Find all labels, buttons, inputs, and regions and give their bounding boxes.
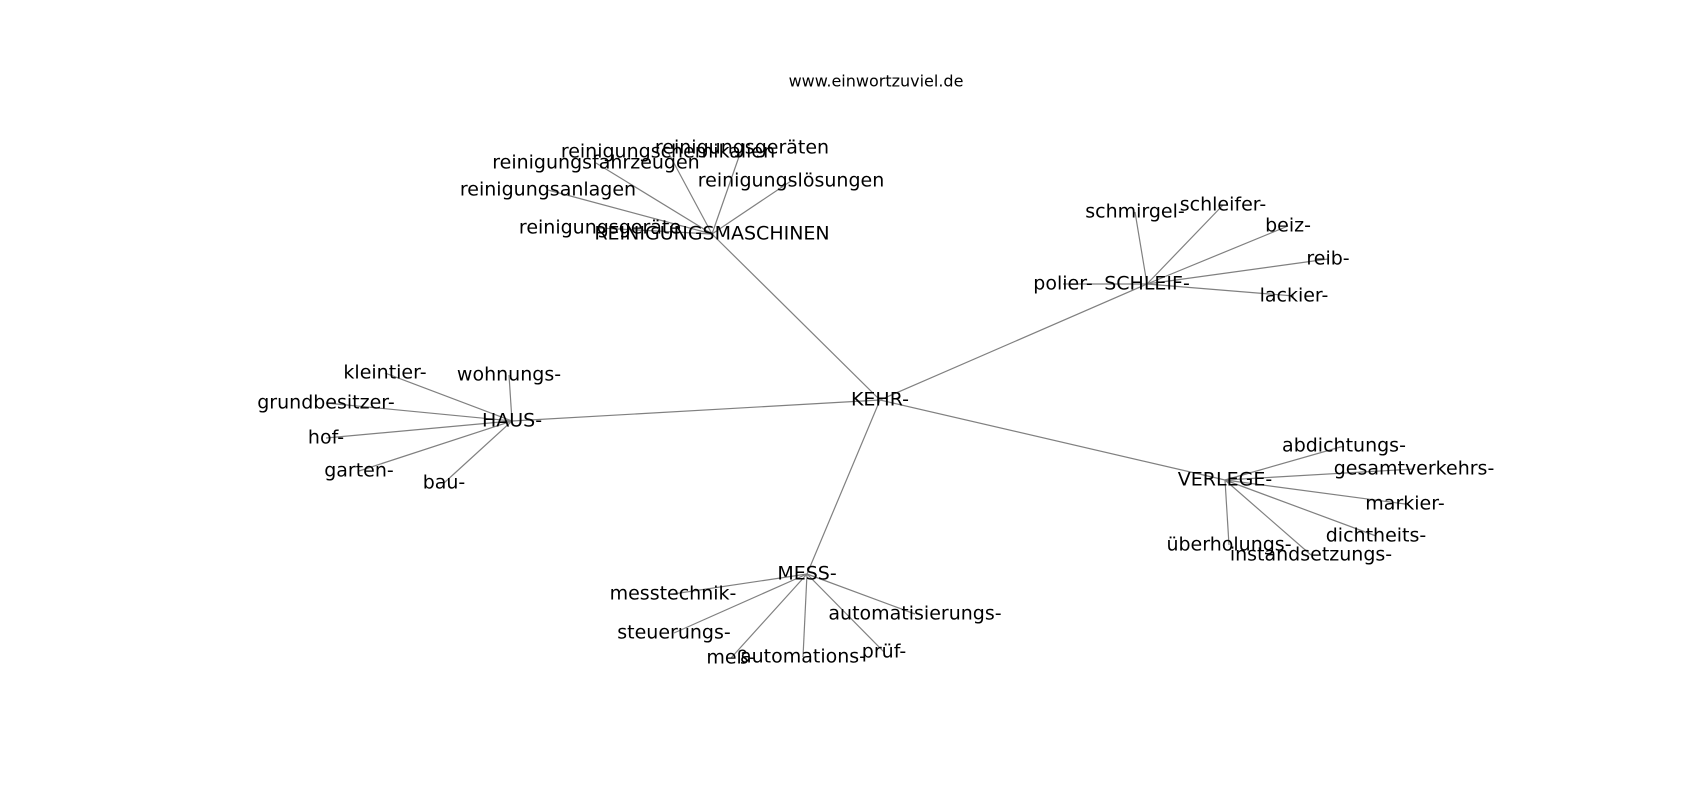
node-label-instandsetzungs: instandsetzungs- (1230, 544, 1392, 566)
node-label-verlege: VERLEGE- (1178, 469, 1272, 491)
edge-kehr-mess (806, 399, 881, 575)
edge-haus-hof (325, 420, 513, 439)
edge-schleif-beiz (1146, 225, 1289, 285)
edge-haus-bau (443, 420, 513, 484)
node-label-schleif: SCHLEIF- (1104, 273, 1190, 295)
edge-schleif-lackier (1146, 283, 1295, 297)
edge-mess-mess2 (730, 573, 808, 659)
node-label-gesamtverkehrs: gesamtverkehrs- (1334, 458, 1495, 480)
edge-schleif-schleifer (1146, 204, 1224, 285)
edge-reinigungsmaschinen-reinigungsloesungen (711, 180, 792, 235)
edge-haus-garten (358, 420, 513, 472)
edge-verlege-dichtheits (1224, 479, 1377, 537)
edges-layer (325, 147, 1415, 659)
node-label-reinigungschemikalien: reinigungschemikalien (561, 141, 775, 163)
edge-haus-kleintier (384, 372, 513, 422)
node-label-hof: hof- (308, 427, 344, 449)
edge-verlege-markier (1224, 479, 1406, 505)
edge-verlege-ueberholungs (1224, 479, 1230, 546)
edge-reinigungsmaschinen-reinigungsanlagen (547, 189, 713, 235)
edge-haus-grundbesitzer (325, 402, 513, 422)
node-label-mess2: meß- (706, 647, 755, 669)
node-label-kleintier: kleintier- (343, 362, 426, 384)
edge-kehr-verlege (879, 399, 1226, 481)
edge-schleif-reib (1146, 258, 1329, 285)
node-label-abdichtungs: abdichtungs- (1282, 435, 1406, 457)
edge-verlege-gesamtverkehrs (1224, 468, 1415, 481)
edge-schleif-schmirgel (1134, 211, 1148, 285)
node-label-schmirgel: schmirgel- (1085, 201, 1185, 223)
edge-reinigungsmaschinen-reinigungschemikalien (667, 151, 713, 235)
edge-verlege-abdichtungs (1224, 445, 1345, 481)
node-label-ueberholungs: überholungs- (1166, 534, 1291, 556)
node-label-messtechnik: messtechnik- (610, 583, 737, 605)
edge-kehr-reinigungsmaschinen (711, 233, 881, 401)
nodes-layer: KEHR- REINIGUNGSMASCHINEN SCHLEIF- HAUS- VER… (257, 137, 1494, 669)
edge-verlege-instandsetzungs (1224, 479, 1312, 556)
node-label-kehr: KEHR- (851, 389, 909, 411)
node-label-grundbesitzer: grundbesitzer- (257, 392, 395, 414)
edge-kehr-haus (511, 399, 881, 422)
edge-mess-pruef (806, 573, 885, 653)
node-label-lackier: lackier- (1260, 285, 1329, 307)
edge-haus-wohnungs (508, 374, 513, 422)
edge-mess-automatisierungs (806, 573, 916, 615)
site-caption: www.einwortzuviel.de (789, 72, 964, 91)
edge-mess-messtechnik (672, 573, 808, 595)
node-label-haus: HAUS- (482, 410, 542, 432)
edge-reinigungsmaschinen-reinigungsfahrzeugen (595, 162, 713, 235)
node-label-reinigungsgeraete: reinigungsgeräte (519, 217, 681, 239)
edge-kehr-schleif (879, 283, 1148, 401)
node-label-reinigungsanlagen: reinigungsanlagen (460, 179, 636, 201)
node-label-polier: polier- (1033, 273, 1092, 295)
node-label-reinigungsloesungen: reinigungslösungen (698, 170, 884, 192)
node-label-garten: garten- (324, 460, 394, 482)
node-label-reib: reib- (1306, 248, 1349, 270)
node-label-reinigungsfahrzeugen: reinigungsfahrzeugen (492, 152, 699, 174)
edge-mess-automations (802, 573, 808, 658)
node-label-beiz: beiz- (1265, 215, 1311, 237)
edge-reinigungsmaschinen-reinigungsgeraeten (711, 147, 743, 235)
node-label-mess: MESS- (777, 563, 836, 585)
node-label-markier: markier- (1365, 493, 1444, 515)
node-label-dichtheits: dichtheits- (1326, 525, 1427, 547)
edge-reinigungsmaschinen-reinigungsgeraete (599, 227, 713, 235)
node-label-bau: bau- (423, 472, 466, 494)
node-label-pruef: prüf- (862, 641, 906, 663)
edge-mess-steuerungs (673, 573, 808, 634)
node-label-automations: automations- (740, 646, 866, 668)
node-label-reinigungsgeraeten: reinigungsgeräten (655, 137, 829, 159)
node-label-wohnungs: wohnungs- (457, 364, 561, 386)
node-label-steuerungs: steuerungs- (617, 622, 730, 644)
node-label-schleifer: schleifer- (1180, 194, 1266, 216)
node-label-reinigungsmaschinen: REINIGUNGSMASCHINEN (594, 223, 829, 245)
node-label-automatisierungs: automatisierungs- (828, 603, 1001, 625)
